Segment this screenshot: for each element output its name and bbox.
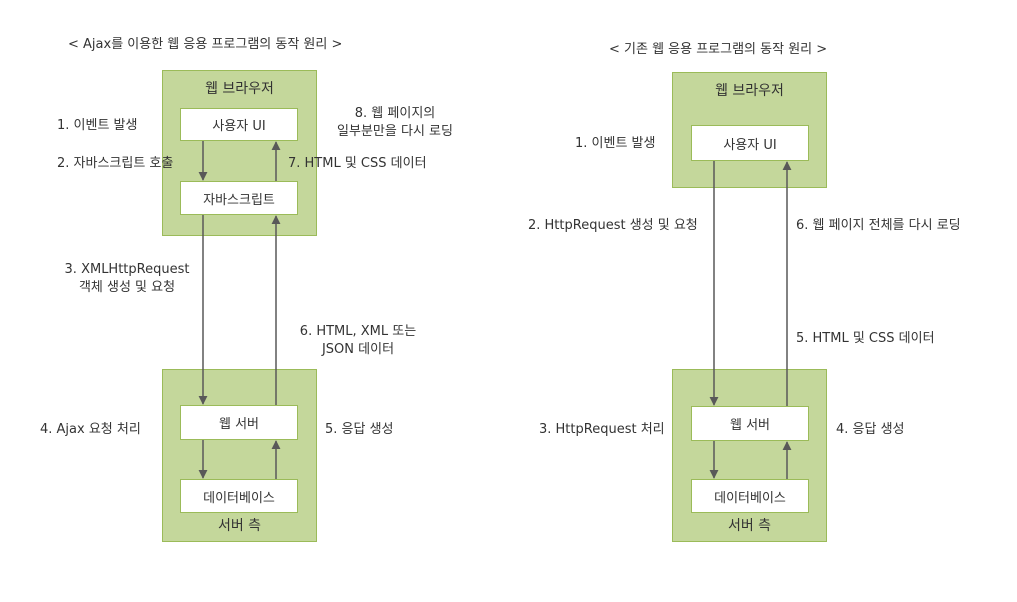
left-step-5-label: 5. 응답 생성 bbox=[325, 422, 394, 437]
left-step-7-label: 7. HTML 및 CSS 데이터 bbox=[288, 156, 427, 171]
left-server-label: 서버 측 bbox=[217, 518, 262, 534]
right-step-4-label: 4. 응답 생성 bbox=[836, 422, 905, 437]
right-browser-label: 웹 브라우저 bbox=[715, 83, 784, 99]
left-javascript-node: 자바스크립트 bbox=[180, 181, 298, 215]
left-server-panel: 서버 측 bbox=[162, 369, 317, 542]
right-database-node: 데이터베이스 bbox=[691, 479, 809, 513]
left-diagram-title: < Ajax를 이용한 웹 응용 프로그램의 동작 원리 > bbox=[68, 37, 343, 52]
right-step-3-label: 3. HttpRequest 처리 bbox=[539, 422, 665, 437]
right-web-server-node: 웹 서버 bbox=[691, 406, 809, 441]
right-diagram-title: < 기존 웹 응용 프로그램의 동작 원리 > bbox=[609, 42, 828, 57]
left-user-ui-node: 사용자 UI bbox=[180, 108, 298, 141]
left-database-node: 데이터베이스 bbox=[180, 479, 298, 513]
right-step-1-label: 1. 이벤트 발생 bbox=[575, 136, 656, 151]
right-step-5-label: 5. HTML 및 CSS 데이터 bbox=[796, 331, 935, 346]
right-step-2-label: 2. HttpRequest 생성 및 요청 bbox=[528, 218, 698, 233]
right-user-ui-node: 사용자 UI bbox=[691, 125, 809, 161]
left-step-2-label: 2. 자바스크립트 호출 bbox=[57, 156, 174, 171]
left-web-server-node: 웹 서버 bbox=[180, 405, 298, 440]
left-step-4-label: 4. Ajax 요청 처리 bbox=[40, 422, 141, 437]
right-step-6-label: 6. 웹 페이지 전체를 다시 로딩 bbox=[796, 218, 961, 233]
left-step-3-label: 3. XMLHttpRequest 객체 생성 및 요청 bbox=[64, 262, 190, 295]
left-step-8-label: 8. 웹 페이지의 일부분만을 다시 로딩 bbox=[337, 106, 453, 139]
left-browser-label: 웹 브라우저 bbox=[205, 81, 274, 97]
right-server-panel: 서버 측 bbox=[672, 369, 827, 542]
left-step-1-label: 1. 이벤트 발생 bbox=[57, 118, 138, 133]
right-server-label: 서버 측 bbox=[727, 518, 772, 534]
left-step-6-label: 6. HTML, XML 또는 JSON 데이터 bbox=[299, 324, 417, 357]
